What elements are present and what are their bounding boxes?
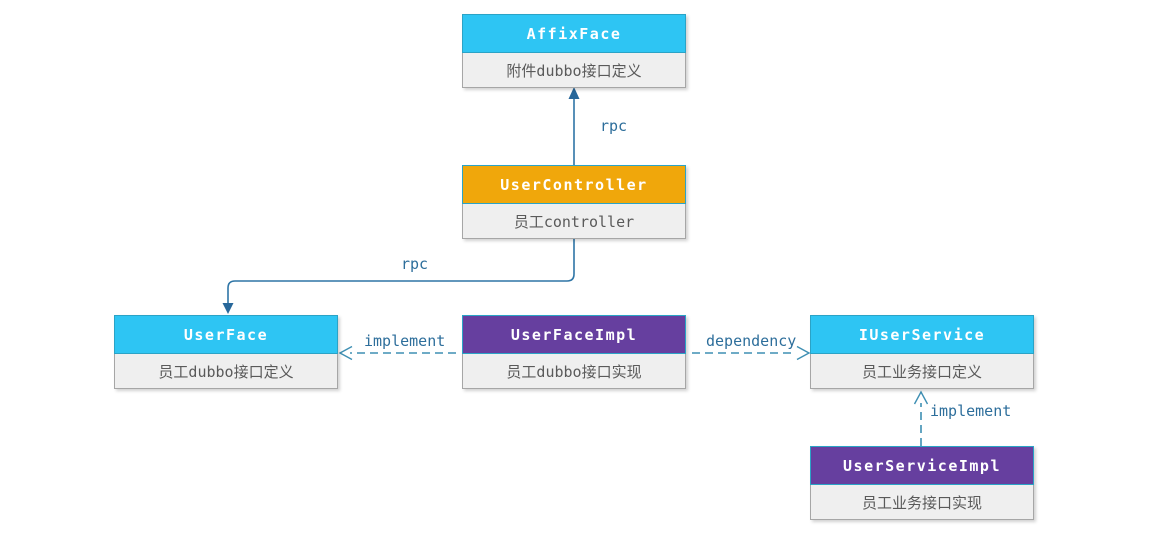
edge-label-implement-bottom: implement <box>930 402 1012 420</box>
node-userserviceimpl-subtitle: 员工业务接口实现 <box>861 493 982 512</box>
node-affixface-subtitle: 附件dubbo接口定义 <box>506 61 642 80</box>
node-userserviceimpl-header: UserServiceImpl <box>810 446 1034 485</box>
edge-label-rpc-left: rpc <box>401 255 429 273</box>
node-userfaceimpl-body: 员工dubbo接口实现 <box>462 354 686 389</box>
node-usercontroller[interactable]: UserController 员工controller <box>462 165 686 239</box>
edge-label-rpc-top: rpc <box>600 117 628 135</box>
node-affixface-body: 附件dubbo接口定义 <box>462 53 686 88</box>
edge-rpc-to-userface <box>222 238 575 314</box>
node-usercontroller-subtitle: 员工controller <box>513 212 635 231</box>
node-iuserservice-title: IUserService <box>858 325 986 344</box>
node-userface-subtitle: 员工dubbo接口定义 <box>158 362 294 381</box>
node-usercontroller-title: UserController <box>500 175 648 194</box>
node-iuserservice[interactable]: IUserService 员工业务接口定义 <box>810 315 1034 389</box>
node-affixface[interactable]: AffixFace 附件dubbo接口定义 <box>462 14 686 88</box>
node-userfaceimpl-title: UserFaceImpl <box>510 325 638 344</box>
node-userfaceimpl-header: UserFaceImpl <box>462 315 686 354</box>
node-userface-title: UserFace <box>183 325 269 344</box>
node-userface-body: 员工dubbo接口定义 <box>114 354 338 389</box>
node-userfaceimpl-subtitle: 员工dubbo接口实现 <box>506 362 642 381</box>
node-affixface-title: AffixFace <box>526 24 622 43</box>
edge-rpc-to-affixface <box>568 87 580 165</box>
node-iuserservice-subtitle: 员工业务接口定义 <box>861 362 982 381</box>
node-usercontroller-header: UserController <box>462 165 686 204</box>
node-iuserservice-body: 员工业务接口定义 <box>810 354 1034 389</box>
node-userface[interactable]: UserFace 员工dubbo接口定义 <box>114 315 338 389</box>
node-userserviceimpl[interactable]: UserServiceImpl 员工业务接口实现 <box>810 446 1034 520</box>
edge-implement-to-iuserservice <box>913 390 929 446</box>
node-userserviceimpl-title: UserServiceImpl <box>843 456 1001 475</box>
node-usercontroller-body: 员工controller <box>462 204 686 239</box>
node-userfaceimpl[interactable]: UserFaceImpl 员工dubbo接口实现 <box>462 315 686 389</box>
edge-label-implement-left: implement <box>364 332 446 350</box>
node-affixface-header: AffixFace <box>462 14 686 53</box>
node-userface-header: UserFace <box>114 315 338 354</box>
edge-label-dependency: dependency <box>706 332 797 350</box>
node-iuserservice-header: IUserService <box>810 315 1034 354</box>
node-userserviceimpl-body: 员工业务接口实现 <box>810 485 1034 520</box>
